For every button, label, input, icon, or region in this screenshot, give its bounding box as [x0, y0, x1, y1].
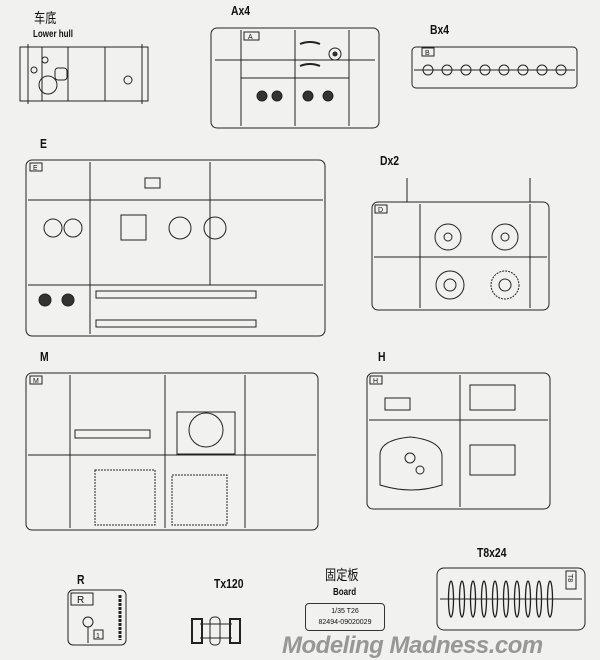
sprue-r-part: 1: [96, 633, 100, 640]
sprue-d-tag: D: [378, 207, 383, 214]
sprue-r-tag: R: [77, 595, 84, 606]
sprue-a-tag: A: [248, 34, 253, 41]
sprue-r: [67, 589, 127, 646]
sprue-m-title: M: [40, 349, 49, 364]
sprue-d-title: Dx2: [380, 153, 400, 168]
sprue-a: [210, 27, 380, 129]
sprue-e: [25, 159, 326, 337]
sprue-t8-tag: T8: [566, 574, 573, 582]
sprue-b-title: Bx4: [430, 22, 450, 37]
sprue-b-tag: B: [425, 50, 430, 57]
sprue-b: [411, 46, 578, 89]
board-plate: 1/35 T26 82494-09020029: [305, 603, 385, 631]
sprue-h-title: H: [378, 349, 386, 364]
sprue-t-title: Tx120: [214, 576, 244, 591]
sprue-h: [366, 372, 551, 510]
board-label-cn: 固定板: [325, 567, 359, 583]
board-label-en: Board: [333, 587, 357, 598]
sprue-d: [371, 178, 550, 311]
lower-hull-label-en: Lower hull: [33, 29, 73, 40]
sprue-r-title: R: [77, 572, 85, 587]
lower-hull-label-cn: 车底: [34, 10, 57, 26]
sprue-e-tag: E: [33, 165, 38, 172]
sprue-t8-title: T8x24: [477, 545, 507, 560]
sprue-h-tag: H: [373, 378, 378, 385]
sprue-m-tag: M: [33, 378, 39, 385]
watermark: Modeling Madness.com: [282, 632, 543, 659]
sprue-t-track-link: [191, 616, 241, 646]
board-line-1: 1/35 T26: [331, 608, 359, 615]
sprue-t8: [436, 567, 586, 631]
sprue-a-title: Ax4: [231, 3, 251, 18]
sprue-m: [25, 372, 319, 531]
sprue-e-title: E: [40, 136, 47, 151]
board-line-2: 82494-09020029: [318, 619, 372, 626]
lower-hull-drawing: [19, 44, 149, 104]
